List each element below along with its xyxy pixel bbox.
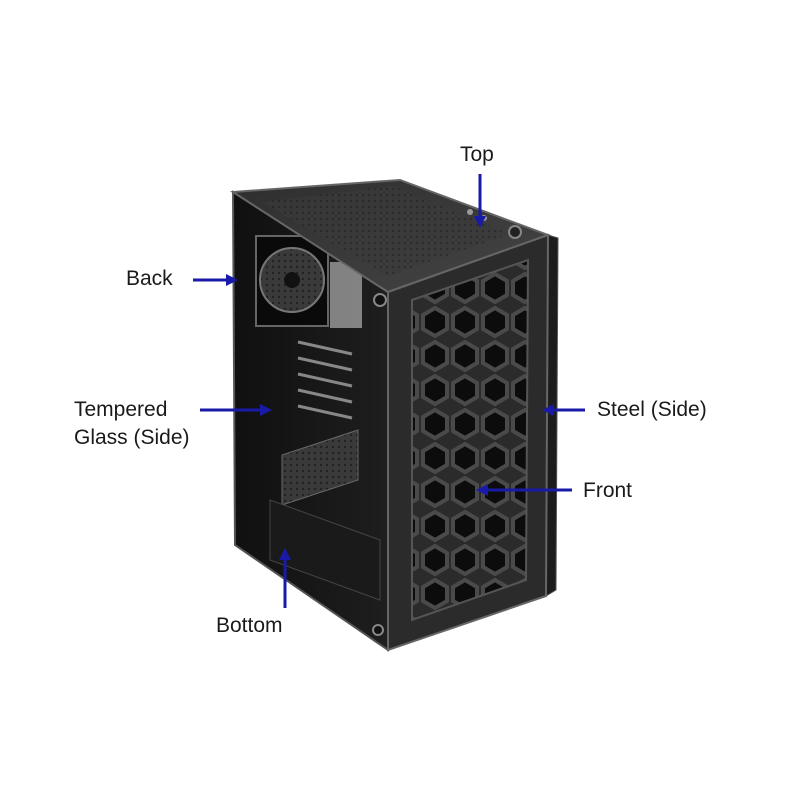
label-tempered-glass-side: Tempered Glass (Side) — [74, 396, 190, 452]
label-front: Front — [583, 479, 633, 502]
label-tempered-glass-line1: Tempered — [74, 398, 168, 421]
arrow-back — [193, 274, 238, 286]
annotation-arrows — [193, 174, 585, 608]
arrow-tempered-glass — [200, 404, 272, 416]
label-bottom: Bottom — [216, 614, 283, 637]
front-panel — [372, 233, 550, 652]
arrow-front — [476, 484, 572, 496]
arrow-bottom — [279, 548, 291, 608]
label-tempered-glass-line2: Glass (Side) — [74, 426, 190, 449]
tempered-glass-side-panel — [231, 190, 389, 652]
label-back: Back — [126, 267, 173, 290]
arrow-steel-side — [542, 404, 585, 416]
expansion-slots — [297, 340, 353, 420]
label-top: Top — [460, 143, 494, 166]
arrow-top — [474, 174, 486, 228]
label-steel-side: Steel (Side) — [597, 398, 707, 421]
